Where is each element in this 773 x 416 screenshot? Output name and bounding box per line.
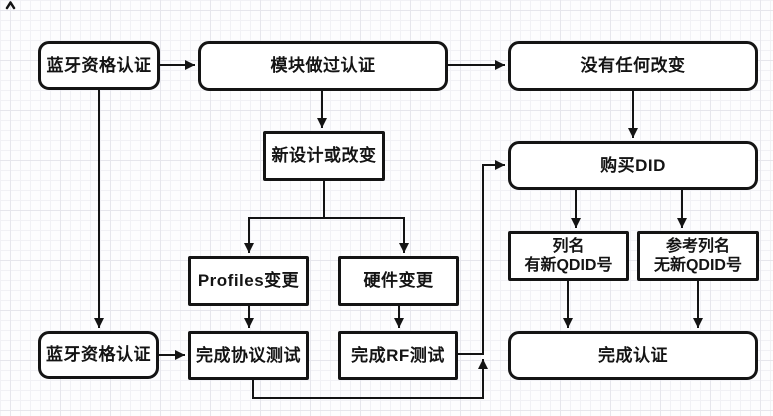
node-label: Profiles变更 (197, 271, 300, 291)
node-bt-cert-bottom[interactable]: 蓝牙资格认证 (38, 331, 159, 379)
edge-new-design-or-change-to-hardware-change (323, 181, 409, 253)
node-hardware-change[interactable]: 硬件变更 (338, 256, 459, 306)
node-rf-test-done[interactable]: 完成RF测试 (338, 331, 458, 380)
node-label: 参考列名 (665, 237, 730, 255)
node-listed-new-qdid[interactable]: 列名有新QDID号 (508, 231, 629, 281)
node-label: 列名 (552, 237, 585, 255)
node-no-change[interactable]: 没有任何改变 (508, 41, 758, 91)
node-ref-listed-no-qdid[interactable]: 参考列名无新QDID号 (637, 231, 759, 281)
node-label: 完成RF测试 (351, 345, 445, 365)
edge-new-design-or-change-to-profiles-change (244, 181, 325, 253)
node-label: 购买DID (600, 155, 666, 175)
node-label: 完成协议测试 (196, 345, 301, 365)
stray-caret-mark (5, 1, 16, 10)
node-buy-did[interactable]: 购买DID (508, 141, 758, 190)
node-cert-complete[interactable]: 完成认证 (508, 331, 758, 380)
node-label: 蓝牙资格认证 (46, 345, 151, 365)
node-module-certified[interactable]: 模块做过认证 (198, 41, 448, 91)
node-bt-cert-top[interactable]: 蓝牙资格认证 (38, 41, 160, 90)
node-profiles-change[interactable]: Profiles变更 (188, 256, 309, 306)
node-label: 硬件变更 (363, 271, 434, 291)
node-label: 新设计或改变 (271, 146, 377, 166)
node-label: 有新QDID号 (524, 257, 613, 274)
node-protocol-test-done[interactable]: 完成协议测试 (188, 331, 309, 380)
node-new-design-or-change[interactable]: 新设计或改变 (263, 131, 385, 181)
node-label: 完成认证 (598, 345, 668, 365)
node-label: 无新QDID号 (653, 257, 742, 274)
node-label: 蓝牙资格认证 (46, 55, 152, 75)
node-label: 模块做过认证 (270, 56, 376, 76)
node-label: 没有任何改变 (580, 56, 686, 76)
edge-rf-test-done-to-buy-did (458, 160, 505, 355)
